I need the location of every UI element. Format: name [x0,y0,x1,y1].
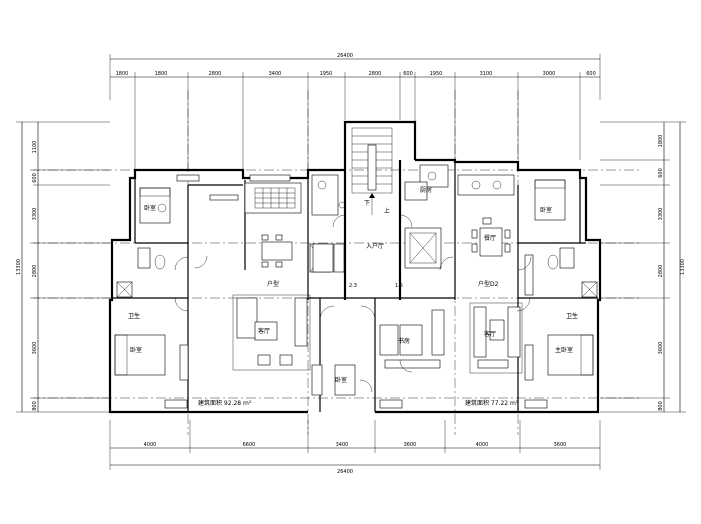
right-dim-3: 3300 [658,208,664,221]
right-dim-2: 600 [658,168,664,178]
bedroom-b1-label: 卧室 [540,206,552,214]
walls [108,120,602,414]
top-dim-2: 1800 [155,71,168,77]
top-overall-dim: 26400 [337,53,353,59]
area-a-label: 建筑面积 92.28 m² [198,399,252,407]
master-bed-b-label: 主卧室 [555,346,573,354]
top-dim-11: 600 [586,71,596,77]
bottom-dim-6: 3600 [554,442,567,448]
left-unit-furniture [114,174,356,409]
down-label: 下 [364,200,370,207]
bottom-dim-4: 3600 [404,442,417,448]
unit-a-label: 户型 [267,280,279,288]
unit-b-label: 户型D2 [478,280,499,288]
up-label: 上 [384,207,390,215]
living-a-label: 客厅 [258,327,270,335]
top-dim-5: 1950 [320,71,333,77]
bottom-dim-3: 3400 [336,442,349,448]
left-overall-dim: 13300 [16,259,22,275]
bottom-overall-dim: 26400 [337,469,353,475]
hall-label: 入户厅 [366,242,384,250]
top-dim-1: 1800 [116,71,129,77]
left-dim-4: 2800 [32,265,38,278]
top-dimension-chain: 26400 1800 1800 2800 3400 1950 2800 600 … [109,53,601,170]
bathroom-b-label: 卫生 [566,312,578,320]
top-dim-8: 1950 [430,71,443,77]
left-dim-6: 800 [32,401,38,411]
left-dim-5: 3600 [32,342,38,355]
top-dim-4: 3400 [269,71,282,77]
area-b-label: 建筑面积 77.22 m² [465,399,519,407]
bedroom-a2-label: 卧室 [130,346,142,354]
top-dim-9: 3100 [480,71,493,77]
right-dim-1: 1800 [658,135,664,148]
room-labels: 户型 户型D2 入户厅 上 下 厨房 餐厅 客厅 客厅 卧室 卧室 卧室 卧室 … [128,186,578,407]
bottom-dimension-chain: 4000 6600 3400 3600 4000 3600 26400 [109,420,601,475]
left-dimension-chain: 13300 1100 600 3300 2800 3600 800 [16,121,110,413]
right-dim-4: 2800 [658,265,664,278]
left-dim-3: 3300 [32,208,38,221]
top-dim-7: 600 [403,71,413,77]
dining-b-label: 餐厅 [484,234,496,242]
bottom-dim-5: 4000 [476,442,489,448]
top-dim-3: 2800 [209,71,222,77]
right-dim-6: 800 [658,401,664,411]
top-dim-6: 2800 [369,71,382,77]
right-dimension-chain: 13300 1800 600 3300 2800 3600 800 [600,121,686,413]
stairs [351,127,393,215]
opening-1-label: 2.3 [349,283,357,289]
right-dim-5: 3600 [658,342,664,355]
door-swings [174,214,532,393]
left-dim-1: 1100 [32,141,38,154]
kitchen-b-label: 厨房 [420,186,432,194]
right-unit-furniture [379,164,598,409]
bedroom-a3-label: 卧室 [335,376,347,384]
bedroom-a1-label: 卧室 [144,204,156,212]
bathroom-a-label: 卫生 [128,312,140,320]
study-b-label: 书房 [398,337,410,345]
right-overall-dim: 13300 [680,259,686,275]
left-dim-2: 600 [32,173,38,183]
opening-2-label: 1.5 [395,283,403,289]
top-dim-10: 3000 [543,71,556,77]
bottom-dim-1: 4000 [144,442,157,448]
bottom-dim-2: 6600 [243,442,256,448]
living-b-label: 客厅 [484,330,496,338]
